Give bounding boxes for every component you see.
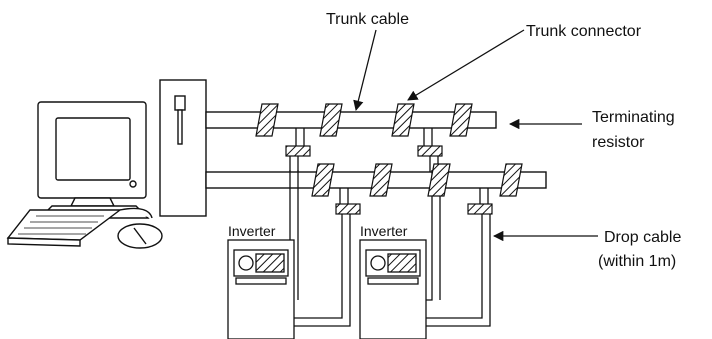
connector-icon	[285, 145, 493, 215]
label-drop-cable-line2: (within 1m)	[598, 253, 676, 270]
trunk-connectors-lower	[311, 163, 523, 197]
label-inverter-left: Inverter	[228, 223, 276, 239]
label-pointers	[353, 29, 598, 242]
trunk-connectors-upper	[255, 103, 473, 137]
label-inverter-right: Inverter	[360, 223, 408, 239]
trunk-cable-upper	[205, 111, 497, 129]
personal-computer-icon	[6, 101, 163, 249]
keyboard-keys	[18, 215, 104, 235]
inverter-icon	[359, 239, 427, 339]
label-terminating-line1: Terminating	[592, 109, 675, 126]
inverter-icon	[227, 239, 295, 339]
label-trunk-cable: Trunk cable	[326, 11, 409, 28]
label-trunk-connector: Trunk connector	[526, 23, 642, 40]
label-drop-cable-line1: Drop cable	[604, 229, 681, 246]
label-terminating-line2: resistor	[592, 134, 645, 151]
controller-cabinet	[159, 79, 207, 217]
